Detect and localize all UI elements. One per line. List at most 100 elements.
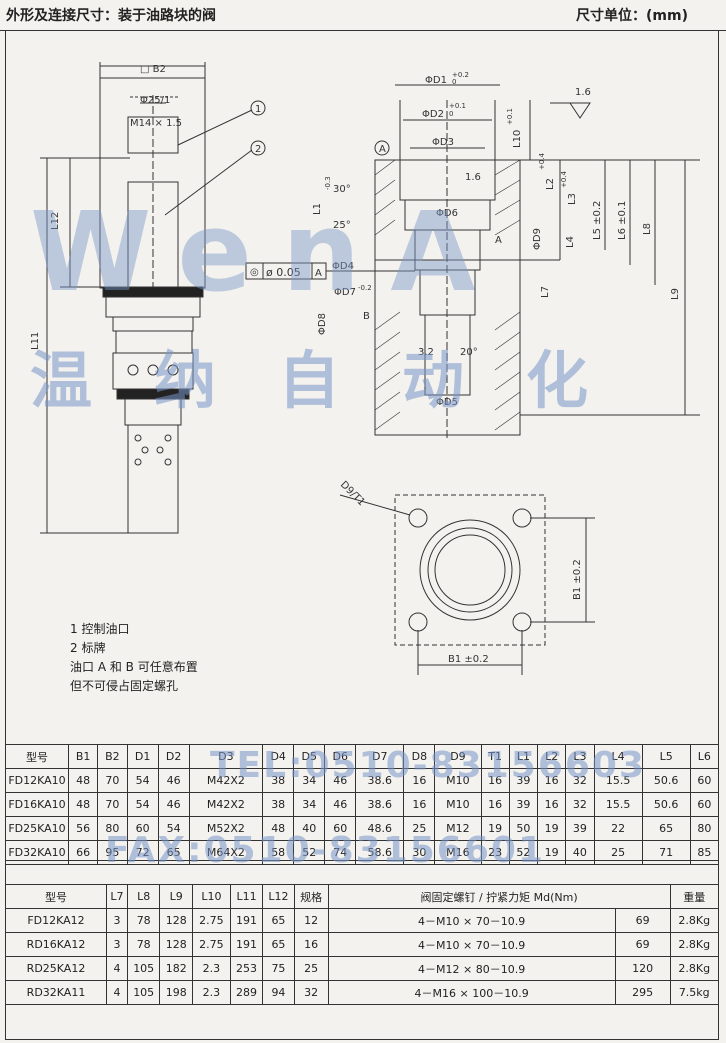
table-cell: 2.8Kg [669, 908, 719, 933]
table-cell: 253 [229, 956, 264, 981]
label-b1-horizontal: B1 ±0.2 [448, 654, 489, 665]
label-l2-tol: +0.4 [538, 152, 546, 170]
table-cell: 78 [126, 908, 161, 933]
mounting-face-outline [394, 494, 546, 646]
table-cell: 128 [159, 932, 194, 957]
table-cell: 39 [508, 792, 539, 817]
th-size: 规格 [293, 884, 329, 909]
table-cell: FD12KA10 [5, 768, 69, 793]
table-header-row: 型号 L7 L8 L9 L10 L11 L12 规格 阀固定螺钉 / 拧紧力矩 … [5, 884, 719, 909]
table-cell: 120 [614, 956, 671, 981]
table-cell: 69 [614, 932, 671, 957]
th-l12: L12 [262, 884, 295, 909]
table-cell: 46 [324, 792, 357, 817]
label-b2: □ B2 [140, 64, 166, 75]
table-cell: 191 [229, 932, 264, 957]
label-angle-25: 25° [333, 220, 351, 231]
table-cell: FD16KA10 [5, 792, 69, 817]
table-cell: 39 [508, 768, 539, 793]
table-cell: 70 [97, 792, 128, 817]
table-cell: 2.75 [192, 932, 231, 957]
label-phid4: ΦD4 [332, 261, 354, 272]
table-cell: 50.6 [641, 768, 691, 793]
content-frame [5, 30, 719, 1040]
table-cell: 60 [689, 792, 720, 817]
note-1: 1 控制油口 [70, 622, 130, 636]
table-cell: 25 [293, 956, 329, 981]
table-cell: 4－M10 × 70－10.9 [327, 932, 616, 957]
label-phid5: ΦD5 [436, 397, 458, 408]
th-l8: L8 [126, 884, 161, 909]
notes: 1 控制油口 2 标牌 油口 A 和 B 可任意布置 但不可侵占固定螺孔 [70, 620, 198, 696]
watermark-cn: 温纳自动化 [30, 344, 651, 417]
table-header-row: 型号 B1 B2 D1 D2 D3 D4 D5 D6 D7 D8 D9 T1 L… [5, 744, 720, 769]
label-circle-2: 2 [255, 144, 261, 155]
table-cell: 46 [157, 768, 190, 793]
th-model: 型号 [5, 884, 107, 909]
label-l10-tol: +0.1 [506, 108, 514, 125]
th-l5: L5 [641, 744, 691, 769]
label-phid1: ΦD1 [425, 75, 447, 86]
table-cell: 65 [262, 932, 295, 957]
table-cell: 198 [159, 980, 194, 1005]
table-cell: 15.5 [593, 792, 643, 817]
table-cell: 4－M12 × 80－10.9 [327, 956, 616, 981]
table-cell: 16 [537, 792, 567, 817]
th-d6: D6 [324, 744, 357, 769]
table-cell: M42X2 [188, 792, 264, 817]
label-l11: L11 [30, 332, 41, 350]
table-cell: 39 [565, 816, 595, 841]
watermark-tel: TEL:0510-83156603 [210, 745, 647, 786]
table-cell: 32 [565, 792, 595, 817]
table-cell: 48 [67, 768, 99, 793]
table-cell: 295 [614, 980, 671, 1005]
label-phid2-tol-up: +0.1 [449, 102, 466, 110]
label-phid9: ΦD9 [532, 228, 543, 250]
th-l10: L10 [192, 884, 231, 909]
label-phid6: ΦD6 [436, 208, 458, 219]
table-cell: 56 [67, 816, 99, 841]
label-b1-vertical: B1 ±0.2 [572, 559, 583, 600]
label-phid1-tol-up: +0.2 [452, 71, 469, 79]
table-cell: 16 [293, 932, 329, 957]
table-cell: M10 [434, 792, 482, 817]
th-d9: D9 [434, 744, 482, 769]
label-l5: L5 ±0.2 [592, 201, 603, 240]
label-roughness-1: 1.6 [575, 87, 591, 98]
table-cell: 34 [293, 792, 326, 817]
th-l9: L9 [159, 884, 194, 909]
table-divider [5, 860, 719, 861]
table-cell: 78 [126, 932, 161, 957]
table-cell: 32 [293, 980, 329, 1005]
tol-box-ref: A [315, 268, 322, 279]
label-l1-tol: -0.3 [324, 176, 332, 190]
table-cell: 50.6 [641, 792, 691, 817]
table-cell: 4 [106, 980, 128, 1005]
table-cell: 75 [262, 956, 295, 981]
note-3: 油口 A 和 B 可任意布置 [70, 660, 198, 674]
table-cell: 105 [126, 956, 161, 981]
table-cell: 34 [293, 768, 326, 793]
th-b2: B2 [97, 744, 128, 769]
label-circle-a: A [379, 144, 386, 155]
table-cell: 3 [106, 932, 128, 957]
table-cell: 69 [614, 908, 671, 933]
label-phid2: ΦD2 [422, 109, 444, 120]
table-cell: 38 [262, 792, 295, 817]
label-phid7: ΦD7 [334, 287, 356, 298]
page-title: 外形及连接尺寸：装于油路块的阀 [6, 8, 216, 24]
note-2: 2 标牌 [70, 641, 106, 655]
table-cell: RD16KA12 [5, 932, 107, 957]
th-l7: L7 [106, 884, 128, 909]
table-cell: RD25KA12 [5, 956, 107, 981]
table-cell: 80 [689, 816, 720, 841]
table-cell: 38.6 [355, 768, 405, 793]
th-d7: D7 [355, 744, 405, 769]
